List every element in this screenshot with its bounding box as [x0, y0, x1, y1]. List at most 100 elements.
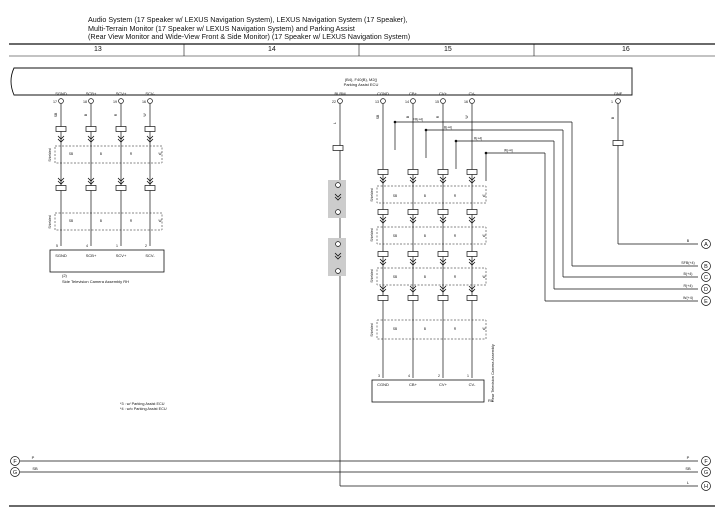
left-connector-b [144, 185, 156, 191]
wire-color: B [424, 234, 426, 238]
left-device-pin-number: 4 [86, 244, 88, 248]
left-device-pin-number: 2 [145, 244, 147, 248]
wire-color: B [406, 115, 410, 118]
right-chevron-a [468, 176, 476, 184]
branch-wire-label: R(+4) [474, 137, 482, 141]
right-device-pin: CV+ [439, 382, 448, 387]
right-connector-a [377, 169, 389, 175]
right-chevron-c [439, 258, 447, 266]
column-number-14: 14 [268, 46, 276, 53]
wire-color: W [482, 327, 485, 331]
right-wire-label: SFB(+4) [681, 261, 694, 265]
ecu-pin-9 [615, 98, 621, 104]
wire-color: B [100, 219, 102, 223]
right-device-pin-number: 3 [378, 374, 380, 378]
title-line-2: Multi-Terrain Monitor (17 Speaker w/ LEX… [88, 23, 355, 33]
ref-G [701, 467, 711, 477]
right-shield-4 [376, 319, 487, 340]
bottom-wire-left-label: SB [32, 466, 38, 471]
right-connector-d [407, 295, 419, 301]
right-connector-a [466, 169, 478, 175]
ref-G-left-letter: G [13, 470, 17, 476]
junction-dot [393, 120, 397, 124]
wire-color: SB [393, 275, 397, 279]
ref-H [701, 481, 711, 491]
ref-E-letter: E [704, 299, 708, 305]
left-chevron-b [57, 177, 65, 185]
ecu-pin-0 [58, 98, 64, 104]
left-device-pin: SCB+ [86, 253, 97, 258]
right-chevron-b [409, 216, 417, 224]
ref-E [701, 296, 711, 306]
ecu-pin-label: CV+ [439, 91, 448, 96]
ecu-pin-number: 17 [53, 100, 57, 104]
wire-color: W [482, 194, 485, 198]
ecu-pin-5 [380, 98, 386, 104]
gnf-connector [612, 140, 624, 146]
left-connector-b [85, 185, 97, 191]
column-number-16: 16 [622, 46, 630, 53]
wire-color: SB [393, 327, 397, 331]
left-connector-b [115, 185, 127, 191]
ref-F-left-letter: F [13, 459, 17, 465]
left-chevron-b [146, 177, 154, 185]
wire-color: B [84, 113, 88, 116]
ref-D-letter: D [704, 287, 708, 293]
ecu-pin-label: SCV+ [116, 91, 127, 96]
ecu-name-line-1: (B4), F40(B), M2() [345, 77, 378, 82]
left-connector-a [55, 126, 67, 132]
right-connector-d [466, 295, 478, 301]
ecu-pin-label: SGND [55, 91, 67, 96]
wire-color: SB [393, 194, 397, 198]
left-connector-a [144, 126, 156, 132]
ecu-pin-label: SCB+ [86, 91, 97, 96]
left-device-box [49, 249, 165, 273]
ecu-pin-3 [147, 98, 153, 104]
left-device-pin-number: 1 [116, 244, 118, 248]
wire-color: R [114, 113, 118, 116]
right-chevron-a [439, 176, 447, 184]
ref-D [701, 284, 711, 294]
ecu-pin-number: 22 [332, 100, 336, 104]
right-chevron-d [468, 285, 476, 293]
wire-color: W [158, 219, 161, 223]
bottom-wire-right-label: P [687, 455, 690, 460]
blrm-pin-b [335, 209, 341, 215]
bottom-wire-left-label: P [32, 455, 35, 460]
ref-A [701, 239, 711, 249]
blrm-chevron-a [334, 193, 342, 201]
blrm-chevron-b [334, 252, 342, 260]
junction-dot [454, 139, 458, 143]
column-number-15: 15 [444, 46, 452, 53]
ecu-box [10, 67, 633, 96]
right-chevron-b [468, 216, 476, 224]
wire-color: B [611, 116, 615, 119]
right-connector-c [437, 251, 449, 257]
wire-color: W [482, 234, 485, 238]
right-chevron-d [439, 285, 447, 293]
right-connector-b [466, 209, 478, 215]
ecu-pin-number: 16 [142, 100, 146, 104]
right-chevron-a [409, 176, 417, 184]
wire-color: W [143, 113, 147, 117]
left-chevron-b [87, 177, 95, 185]
ecu-pin-number: 16 [464, 100, 468, 104]
right-device-pin: CV- [469, 382, 476, 387]
right-wire-label: B(+4) [684, 272, 693, 276]
ref-G-letter: G [704, 470, 708, 476]
right-wire-label: W(+4) [683, 296, 693, 300]
right-connector-c [407, 251, 419, 257]
wire-color: SB [69, 219, 73, 223]
right-device-name: Rear Television Camera Assembly [491, 344, 495, 402]
shielded-label: Shielded [48, 215, 52, 228]
ecu-pin-number: 14 [405, 100, 409, 104]
wire-color: R [454, 275, 457, 279]
ref-B [701, 261, 711, 271]
left-device-name: Side Television Camera Assembly RH [62, 279, 129, 284]
ecu-pin-4 [337, 98, 343, 104]
right-device-box [371, 379, 485, 403]
left-connector-b [55, 185, 67, 191]
wire-color: B [424, 194, 426, 198]
wire-color: SB [393, 234, 397, 238]
ecu-pin-2 [118, 98, 124, 104]
